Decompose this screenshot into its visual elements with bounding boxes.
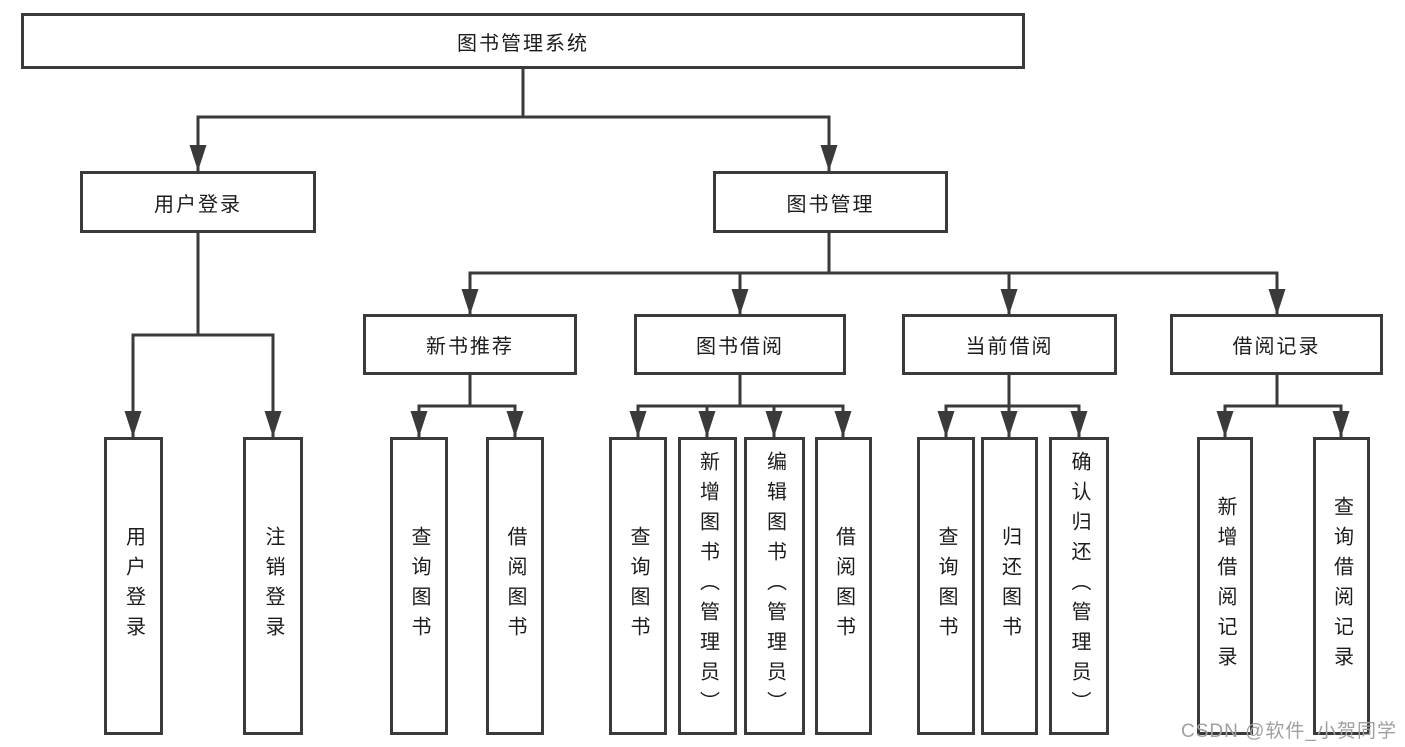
node-new-book-recommend: 新书推荐 (363, 314, 577, 375)
leaf-br-query-record-label: 查询借阅记录 (1330, 496, 1353, 676)
leaf-nbr-borrow-books-label: 借阅图书 (504, 526, 526, 646)
node-borrow-records-label: 借阅记录 (1232, 336, 1321, 358)
leaf-nbr-query-books: 查询图书 (390, 437, 448, 735)
leaf-cb-return-books: 归还图书 (981, 437, 1038, 735)
leaf-nbr-borrow-books: 借阅图书 (486, 437, 544, 735)
leaf-logout-label: 注销登录 (262, 526, 284, 646)
node-borrow-records: 借阅记录 (1170, 314, 1383, 375)
node-root-label: 图书管理系统 (457, 32, 589, 55)
node-book-management-label: 图书管理 (786, 193, 875, 216)
node-book-management: 图书管理 (713, 171, 948, 233)
node-user-login-label: 用户登录 (154, 193, 242, 216)
csdn-watermark: CSDN @软件_小贺同学 (1181, 721, 1397, 742)
leaf-cb-confirm-return-admin: 确认归还（管理员） (1049, 437, 1109, 735)
node-current-borrow-label: 当前借阅 (965, 336, 1054, 358)
leaf-bb-edit-books-admin-label: 编辑图书（管理员） (763, 451, 786, 721)
leaf-cb-query-books: 查询图书 (917, 437, 975, 735)
node-root: 图书管理系统 (21, 13, 1025, 69)
leaf-bb-add-books-admin-label: 新增图书（管理员） (696, 451, 719, 721)
leaf-bb-query-books: 查询图书 (609, 437, 667, 735)
leaf-br-add-record: 新增借阅记录 (1197, 437, 1253, 735)
leaf-br-query-record: 查询借阅记录 (1313, 437, 1370, 735)
leaf-br-add-record-label: 新增借阅记录 (1214, 496, 1236, 676)
leaf-cb-return-books-label: 归还图书 (998, 526, 1021, 646)
node-book-borrow-label: 图书借阅 (696, 336, 784, 358)
node-new-book-recommend-label: 新书推荐 (426, 336, 514, 358)
node-current-borrow: 当前借阅 (902, 314, 1117, 375)
leaf-user-login-label: 用户登录 (122, 526, 145, 646)
leaf-bb-add-books-admin: 新增图书（管理员） (678, 437, 737, 735)
connector-arrows (124, 117, 1350, 437)
leaf-logout: 注销登录 (243, 437, 303, 735)
node-user-login: 用户登录 (80, 171, 316, 233)
connector-trunks (131, 67, 1343, 408)
node-book-borrow: 图书借阅 (634, 314, 846, 375)
leaf-cb-confirm-return-admin-label: 确认归还（管理员） (1068, 451, 1090, 721)
leaf-nbr-query-books-label: 查询图书 (408, 526, 430, 646)
leaf-bb-query-books-label: 查询图书 (627, 526, 649, 646)
leaf-bb-edit-books-admin: 编辑图书（管理员） (744, 437, 805, 735)
leaf-user-login: 用户登录 (104, 437, 163, 735)
leaf-bb-borrow-books-label: 借阅图书 (832, 526, 855, 646)
leaf-cb-query-books-label: 查询图书 (935, 526, 957, 646)
leaf-bb-borrow-books: 借阅图书 (815, 437, 872, 735)
